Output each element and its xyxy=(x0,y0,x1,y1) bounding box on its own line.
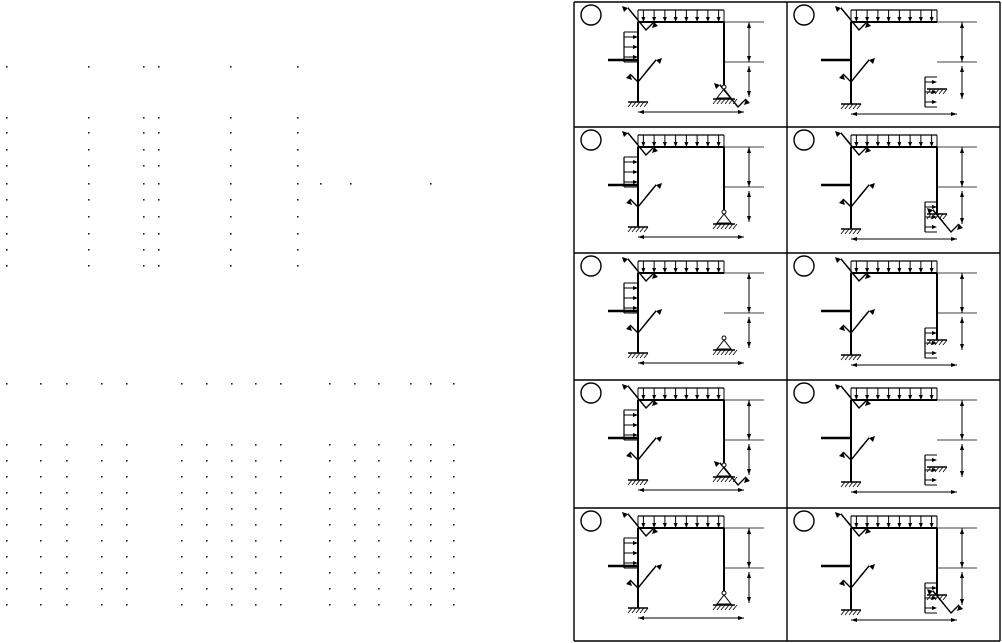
scheme-number-circle-2 xyxy=(793,4,815,26)
scheme-number-circle-10 xyxy=(793,510,815,532)
scheme-number-circle-1 xyxy=(580,4,602,26)
scheme-cell-4 xyxy=(793,129,977,241)
scheme-cell-3 xyxy=(580,129,764,239)
scheme-frame-9 xyxy=(637,527,725,608)
scheme-frame-1 xyxy=(637,21,725,102)
scheme-number-circle-3 xyxy=(580,129,602,151)
scheme-frame-5 xyxy=(637,272,724,353)
scheme-frame-7 xyxy=(637,399,725,480)
scheme-number-circle-5 xyxy=(580,255,602,277)
scheme-number-circle-8 xyxy=(793,382,815,404)
scheme-cell-10 xyxy=(793,510,977,622)
scheme-frame-10 xyxy=(850,527,938,610)
scheme-frame-2 xyxy=(850,21,937,104)
scheme-grid xyxy=(565,0,1002,643)
scheme-cell-9 xyxy=(580,510,764,620)
scheme-frame-4 xyxy=(850,146,938,229)
scheme-number-circle-9 xyxy=(580,510,602,532)
scheme-cell-1 xyxy=(580,4,764,114)
scheme-number-circle-7 xyxy=(580,382,602,404)
dotted-table-top xyxy=(6,66,432,267)
scheme-grid-lines xyxy=(573,1,1001,642)
faded-dotted-tables xyxy=(6,66,455,606)
scheme-frame-8 xyxy=(850,399,937,482)
scheme-number-circle-6 xyxy=(793,255,815,277)
scheme-cell-8 xyxy=(793,382,977,494)
scheme-cell-7 xyxy=(580,382,764,492)
scheme-frame-3 xyxy=(637,146,725,227)
scheme-cell-2 xyxy=(793,4,977,116)
scheme-number-circle-4 xyxy=(793,129,815,151)
scheme-cell-6 xyxy=(793,255,977,367)
scheme-cell-5 xyxy=(580,255,764,365)
grid-border xyxy=(573,1,1001,642)
dotted-table-bottom xyxy=(6,383,455,606)
faded-tables-area xyxy=(6,66,455,606)
scheme-frame-6 xyxy=(850,272,938,355)
